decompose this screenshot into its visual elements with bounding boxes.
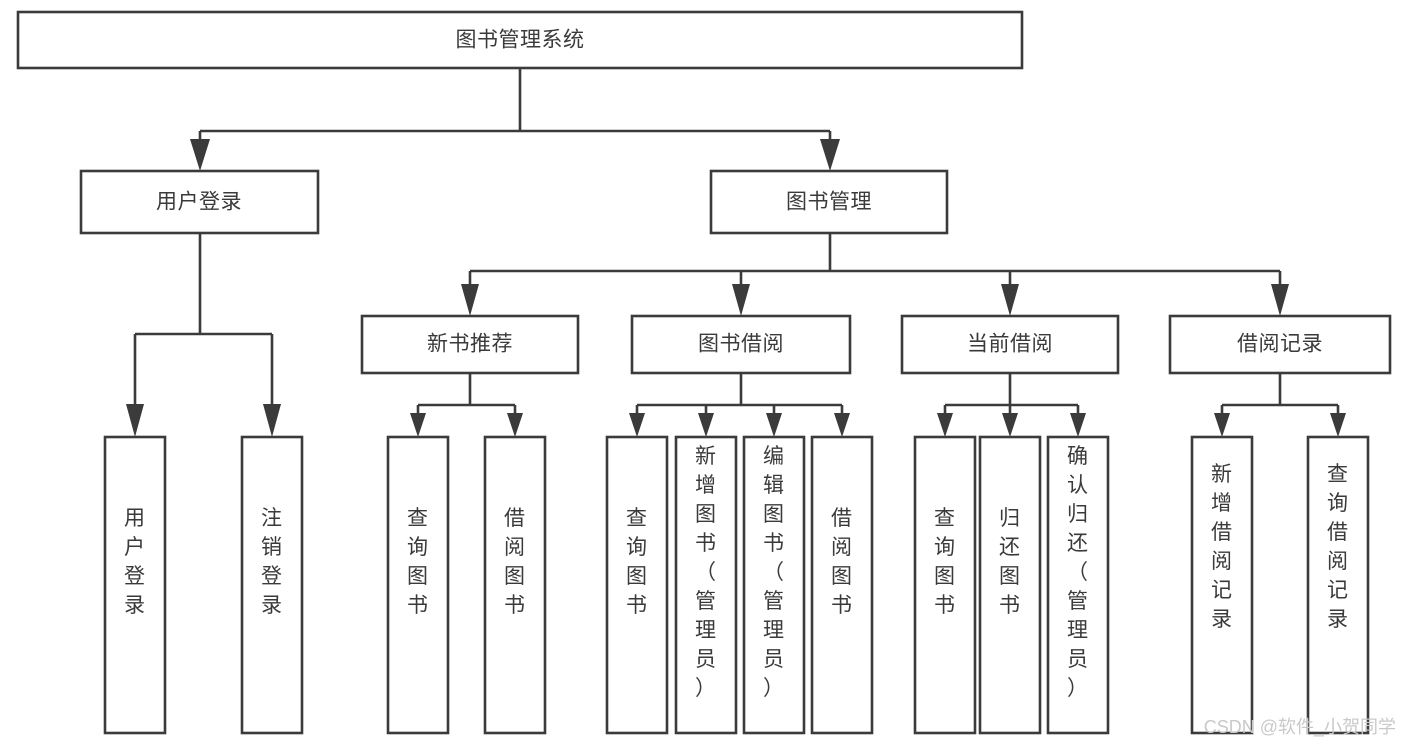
arrow-head-leaf-add-book: [698, 413, 714, 437]
node-book-borrow[interactable]: 图书借阅: [630, 314, 852, 375]
node-leaf-borrow-book-borrow[interactable]: 借阅图书: [810, 435, 874, 735]
node-leaf-add-book-admin-box[interactable]: [674, 435, 738, 735]
node-borrow-record-box[interactable]: [1168, 314, 1392, 375]
node-leaf-logout[interactable]: 注销登录: [240, 435, 304, 735]
node-borrow-record[interactable]: 借阅记录: [1168, 314, 1392, 375]
arrow-head-borrow: [732, 284, 750, 316]
node-leaf-query-book-recommend-box[interactable]: [386, 435, 450, 735]
node-current-borrow[interactable]: 当前借阅: [900, 314, 1120, 375]
arrow-head-new-book: [461, 284, 479, 316]
node-book-borrow-box[interactable]: [630, 314, 852, 375]
node-leaf-borrow-book-recommend-box[interactable]: [483, 435, 547, 735]
node-leaf-query-book-borrow-label: 查询图书: [626, 507, 648, 617]
node-leaf-query-book-current-box[interactable]: [913, 435, 977, 735]
node-leaf-logout-label: 注销登录: [261, 507, 283, 617]
arrow-head-user-login: [190, 139, 210, 171]
arrow-head-leaf-user-login: [126, 404, 144, 437]
node-book-management-label: 图书管理: [786, 191, 872, 214]
node-leaf-borrow-book-recommend-label: 借阅图书: [504, 507, 526, 617]
node-book-management[interactable]: 图书管理: [709, 169, 949, 235]
arrow-head-book-mgmt: [820, 139, 840, 171]
arrow-head-leaf-return-book: [1002, 413, 1018, 437]
arrow-head-leaf-borrow-book-2: [834, 413, 850, 437]
node-leaf-edit-book-admin-box[interactable]: [742, 435, 806, 735]
node-leaf-return-book-box[interactable]: [978, 435, 1042, 735]
node-leaf-return-book-label: 归还图书: [999, 507, 1021, 617]
node-leaf-add-borrow-record-label: 新增借阅记录: [1211, 463, 1233, 631]
node-leaf-edit-book-admin[interactable]: 编辑图书（管理员）: [742, 435, 806, 735]
node-leaf-query-book-recommend[interactable]: 查询图书: [386, 435, 450, 735]
arrow-head-leaf-confirm-return: [1070, 413, 1086, 437]
node-borrow-record-label: 借阅记录: [1237, 333, 1323, 356]
node-root-box[interactable]: [16, 10, 1024, 70]
node-leaf-query-book-borrow-box[interactable]: [605, 435, 669, 735]
watermark-label: CSDN @软件_小贺同学: [1204, 717, 1396, 738]
node-new-book-recommend-box[interactable]: [360, 314, 580, 375]
node-leaf-add-book-admin-label: 新增图书（管理员）: [695, 445, 717, 700]
arrow-head-leaf-borrow-book-1: [507, 413, 523, 437]
arrow-head-leaf-logout: [263, 404, 281, 437]
node-book-borrow-label: 图书借阅: [698, 333, 784, 356]
node-leaf-query-borrow-record-label: 查询借阅记录: [1327, 463, 1349, 631]
node-leaf-add-book-admin[interactable]: 新增图书（管理员）: [674, 435, 738, 735]
node-leaf-add-borrow-record-box[interactable]: [1190, 435, 1254, 735]
arrow-head-current: [1001, 284, 1019, 316]
node-current-borrow-box[interactable]: [900, 314, 1120, 375]
node-leaf-confirm-return-admin-box[interactable]: [1046, 435, 1110, 735]
node-leaf-query-borrow-record-box[interactable]: [1306, 435, 1370, 735]
node-leaf-logout-box[interactable]: [240, 435, 304, 735]
node-root-label: 图书管理系统: [456, 29, 585, 52]
node-new-book-recommend[interactable]: 新书推荐: [360, 314, 580, 375]
arrow-head-leaf-edit-book: [766, 413, 782, 437]
node-leaf-query-book-current-label: 查询图书: [934, 507, 956, 617]
node-leaf-query-book-recommend-label: 查询图书: [407, 507, 429, 617]
node-leaf-return-book[interactable]: 归还图书: [978, 435, 1042, 735]
arrow-head-record: [1271, 284, 1289, 316]
node-current-borrow-label: 当前借阅: [967, 333, 1053, 356]
node-user-login[interactable]: 用户登录: [79, 169, 320, 235]
node-leaf-add-borrow-record[interactable]: 新增借阅记录: [1190, 435, 1254, 735]
node-leaf-confirm-return-admin[interactable]: 确认归还（管理员）: [1046, 435, 1110, 735]
node-leaf-query-borrow-record[interactable]: 查询借阅记录: [1306, 435, 1370, 735]
node-leaf-user-login-label: 用户登录: [124, 507, 146, 617]
node-leaf-query-book-current[interactable]: 查询图书: [913, 435, 977, 735]
node-new-book-recommend-label: 新书推荐: [427, 333, 513, 356]
node-root[interactable]: 图书管理系统: [16, 10, 1024, 70]
node-leaf-borrow-book-borrow-label: 借阅图书: [831, 507, 853, 617]
node-leaf-borrow-book-borrow-box[interactable]: [810, 435, 874, 735]
arrow-head-leaf-query-record: [1330, 413, 1346, 437]
arrow-head-leaf-query-book-1: [410, 413, 426, 437]
arrow-head-leaf-query-book-3: [937, 413, 953, 437]
arrow-head-leaf-query-book-2: [629, 413, 645, 437]
node-leaf-user-login[interactable]: 用户登录: [103, 435, 167, 735]
node-leaf-query-book-borrow[interactable]: 查询图书: [605, 435, 669, 735]
node-leaf-edit-book-admin-label: 编辑图书（管理员）: [763, 445, 785, 700]
node-leaf-borrow-book-recommend[interactable]: 借阅图书: [483, 435, 547, 735]
node-book-management-box[interactable]: [709, 169, 949, 235]
leaf-layer: 用户登录 注销登录 查询图书 借阅图书 查询图书 新增图书（管理员） 编辑图书（…: [103, 435, 1370, 735]
connector-layer: [126, 68, 1346, 437]
node-user-login-box[interactable]: [79, 169, 320, 235]
node-leaf-confirm-return-admin-label: 确认归还（管理员）: [1067, 445, 1089, 700]
node-leaf-user-login-box[interactable]: [103, 435, 167, 735]
arrow-head-leaf-add-record: [1214, 413, 1230, 437]
node-user-login-label: 用户登录: [156, 191, 242, 214]
